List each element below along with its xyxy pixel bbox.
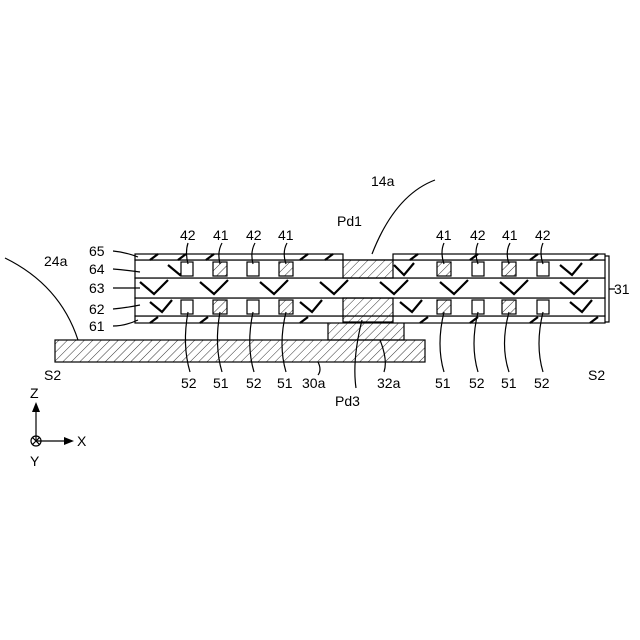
- label-pd3: Pd3: [335, 393, 360, 409]
- label-s2-right: S2: [588, 367, 605, 383]
- via-52: [181, 300, 193, 314]
- label-41: 41: [502, 227, 518, 243]
- label-24a: 24a: [44, 253, 68, 269]
- label-s2-left: S2: [44, 367, 61, 383]
- via-42: [537, 262, 549, 276]
- label-52: 52: [534, 375, 550, 391]
- arrow-up-icon: [32, 402, 40, 412]
- label-52: 52: [246, 375, 262, 391]
- via-51: [502, 300, 516, 314]
- axis-label-x: X: [77, 433, 87, 449]
- via-51: [437, 300, 451, 314]
- label-31: 31: [614, 281, 630, 297]
- via-42: [181, 262, 193, 276]
- label-42: 42: [246, 227, 262, 243]
- label-62: 62: [89, 301, 105, 317]
- label-32a: 32a: [377, 375, 401, 391]
- via-41: [437, 262, 451, 276]
- via-51: [213, 300, 227, 314]
- pad-pd3: [343, 298, 393, 322]
- via-41: [279, 262, 293, 276]
- label-64: 64: [89, 261, 105, 277]
- pad-pd1: [343, 260, 393, 278]
- label-51: 51: [435, 375, 451, 391]
- label-63: 63: [89, 280, 105, 296]
- via-51: [279, 300, 293, 314]
- axes-indicator: [31, 402, 74, 446]
- layer-stack-31: [135, 254, 605, 323]
- label-52: 52: [469, 375, 485, 391]
- via-41: [502, 262, 516, 276]
- label-42: 42: [535, 227, 551, 243]
- label-51: 51: [501, 375, 517, 391]
- via-42: [472, 262, 484, 276]
- label-52: 52: [181, 375, 197, 391]
- arrow-right-icon: [64, 437, 74, 445]
- label-42: 42: [180, 227, 196, 243]
- label-51: 51: [277, 375, 293, 391]
- label-65: 65: [89, 243, 105, 259]
- axis-label-y: Y: [30, 453, 40, 469]
- layer-65-right: [393, 254, 605, 260]
- layer-65-left: [135, 254, 343, 260]
- via-41: [213, 262, 227, 276]
- via-42: [247, 262, 259, 276]
- via-52: [247, 300, 259, 314]
- label-41: 41: [213, 227, 229, 243]
- pad-pd3-block: [328, 322, 404, 340]
- via-52: [537, 300, 549, 314]
- label-51: 51: [213, 375, 229, 391]
- label-42: 42: [470, 227, 486, 243]
- label-30a: 30a: [302, 375, 326, 391]
- via-52: [472, 300, 484, 314]
- substrate-30a: [55, 340, 425, 362]
- label-41: 41: [436, 227, 452, 243]
- label-61: 61: [89, 318, 105, 334]
- label-14a: 14a: [371, 173, 395, 189]
- axis-label-z: Z: [30, 385, 39, 401]
- label-41: 41: [278, 227, 294, 243]
- label-pd1: Pd1: [337, 213, 362, 229]
